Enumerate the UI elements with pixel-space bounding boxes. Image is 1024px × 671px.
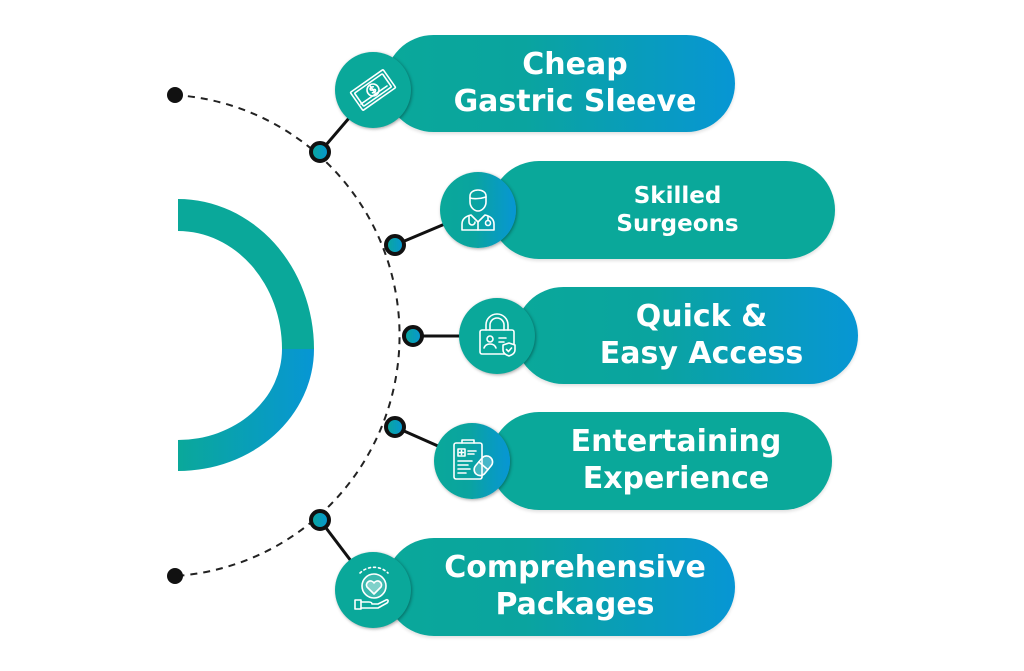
- benefit-pill: Quick &Easy Access: [515, 287, 858, 384]
- benefit-title-line2: Gastric Sleeve: [453, 83, 697, 119]
- heart-in-hand-icon: [335, 552, 411, 628]
- benefit-title-line1: Skilled: [633, 182, 722, 209]
- benefit-title-line2: Packages: [495, 587, 655, 622]
- benefit-title-line2: Experience: [582, 461, 770, 496]
- half-ring-bottom-segment: [178, 349, 314, 471]
- half-ring-top-segment: [178, 199, 314, 349]
- benefit-title-line1: Quick &: [635, 298, 768, 334]
- timeline-node: [384, 416, 406, 438]
- timeline-node: [309, 509, 331, 531]
- timeline-node: [309, 141, 331, 163]
- benefit-title-line2: Easy Access: [599, 335, 804, 371]
- dashed-arc: [174, 94, 401, 577]
- benefit-title-line1: Comprehensive: [444, 550, 706, 586]
- benefit-title-line1: Entertaining: [570, 424, 782, 460]
- medical-record-pills-icon: [434, 423, 510, 499]
- benefit-title-line1: Cheap: [522, 46, 628, 82]
- money-icon: [335, 52, 411, 128]
- secure-access-icon: [459, 298, 535, 374]
- timeline-node: [402, 325, 424, 347]
- arc-start-dot: [167, 87, 183, 103]
- arc-end-dot: [167, 568, 183, 584]
- benefit-title-line2: Surgeons: [616, 211, 739, 237]
- timeline-node: [384, 234, 406, 256]
- doctor-icon: [440, 172, 516, 248]
